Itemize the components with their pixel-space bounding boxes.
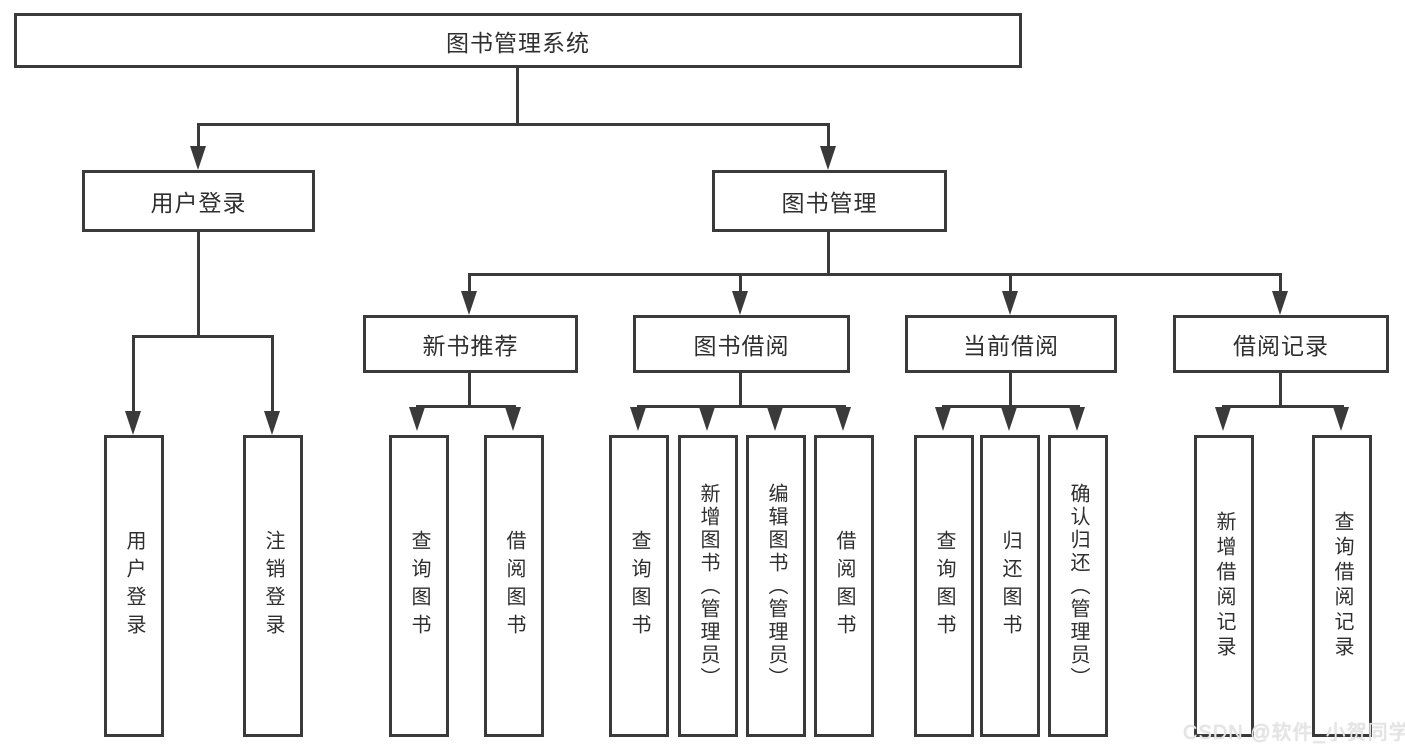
arrow-down-icon <box>835 407 851 431</box>
connector-line <box>516 68 519 126</box>
connector-line <box>1279 273 1282 295</box>
arrow-down-icon <box>1002 291 1018 315</box>
arrow-down-icon <box>732 291 748 315</box>
connector-line <box>827 232 830 276</box>
node-root: 图书管理系统 <box>14 13 1022 68</box>
connector-line <box>1009 373 1012 408</box>
node-root-label: 图书管理系统 <box>446 29 590 56</box>
connector-line <box>132 335 274 338</box>
node-new-book-recommend-label: 新书推荐 <box>422 333 519 359</box>
leaf-query-books-1-label: 查询图书 <box>408 530 430 642</box>
node-book-management: 图书管理 <box>712 170 947 232</box>
connector-line <box>637 405 846 408</box>
arrow-down-icon <box>461 291 477 315</box>
connector-line <box>197 123 200 152</box>
leaf-query-books-2-label: 查询图书 <box>628 530 650 642</box>
node-current-borrow: 当前借阅 <box>905 315 1117 373</box>
csdn-watermark: CSDN @软件_小贺同学 <box>1183 722 1405 744</box>
connector-line <box>739 273 742 295</box>
arrow-down-icon <box>1001 407 1017 431</box>
connector-line <box>1009 273 1012 295</box>
leaf-query-books-3-label: 查询图书 <box>933 530 955 642</box>
connector-line <box>468 273 1282 276</box>
leaf-borrow-books-1-label: 借阅图书 <box>503 530 525 642</box>
leaf-return-books: 归还图书 <box>980 435 1040 737</box>
leaf-query-books-3: 查询图书 <box>914 435 974 737</box>
arrow-down-icon <box>409 407 425 431</box>
leaf-confirm-return-admin-label: 确认归还（管理员） <box>1067 482 1089 690</box>
arrow-down-icon <box>630 407 646 431</box>
leaf-query-books-1: 查询图书 <box>389 435 449 737</box>
leaf-query-borrow-record: 查询借阅记录 <box>1312 435 1372 737</box>
connector-line <box>468 373 471 408</box>
leaf-borrow-books-1: 借阅图书 <box>484 435 544 737</box>
leaf-add-books-admin: 新增图书（管理员） <box>678 435 738 737</box>
arrow-down-icon <box>935 407 951 431</box>
node-current-borrow-label: 当前借阅 <box>963 333 1059 359</box>
connector-line <box>132 335 135 415</box>
leaf-logout-label: 注销登录 <box>262 530 284 642</box>
connector-line <box>197 123 830 126</box>
connector-line <box>416 405 516 408</box>
node-user-login-label: 用户登录 <box>150 190 247 216</box>
connector-line <box>1222 405 1344 408</box>
leaf-logout: 注销登录 <box>243 435 303 737</box>
arrow-down-icon <box>190 146 206 170</box>
leaf-add-books-admin-label: 新增图书（管理员） <box>697 482 719 690</box>
node-borrow-records: 借阅记录 <box>1173 315 1389 373</box>
connector-line <box>1279 373 1282 408</box>
connector-line <box>197 232 200 338</box>
leaf-user-login: 用户登录 <box>104 435 164 737</box>
leaf-edit-books-admin-label: 编辑图书（管理员） <box>765 482 787 690</box>
arrow-down-icon <box>1069 407 1085 431</box>
arrow-down-icon <box>1272 291 1288 315</box>
connector-line <box>468 273 471 295</box>
connector-line <box>271 335 274 415</box>
connector-line <box>827 123 830 152</box>
leaf-add-borrow-record-label: 新增借阅记录 <box>1213 511 1235 661</box>
leaf-confirm-return-admin: 确认归还（管理员） <box>1048 435 1108 737</box>
leaf-borrow-books-2-label: 借阅图书 <box>833 530 855 642</box>
leaf-query-books-2: 查询图书 <box>609 435 669 737</box>
leaf-borrow-books-2: 借阅图书 <box>814 435 874 737</box>
arrow-down-icon <box>1215 407 1231 431</box>
leaf-return-books-label: 归还图书 <box>999 530 1021 642</box>
leaf-edit-books-admin: 编辑图书（管理员） <box>746 435 806 737</box>
node-book-borrow: 图书借阅 <box>633 315 850 373</box>
connector-line <box>739 373 742 408</box>
node-borrow-records-label: 借阅记录 <box>1233 333 1329 359</box>
leaf-query-borrow-record-label: 查询借阅记录 <box>1331 511 1353 661</box>
arrow-down-icon <box>125 411 141 435</box>
arrow-down-icon <box>505 407 521 431</box>
leaf-add-borrow-record: 新增借阅记录 <box>1194 435 1254 737</box>
arrow-down-icon <box>264 411 280 435</box>
arrow-down-icon <box>699 407 715 431</box>
node-new-book-recommend: 新书推荐 <box>363 315 578 373</box>
arrow-down-icon <box>820 146 836 170</box>
leaf-user-login-label: 用户登录 <box>123 530 145 642</box>
arrow-down-icon <box>767 407 783 431</box>
node-book-management-label: 图书管理 <box>781 190 878 216</box>
arrow-down-icon <box>1333 407 1349 431</box>
node-user-login: 用户登录 <box>82 170 315 232</box>
connector-line <box>942 405 1080 408</box>
node-book-borrow-label: 图书借阅 <box>693 333 790 359</box>
